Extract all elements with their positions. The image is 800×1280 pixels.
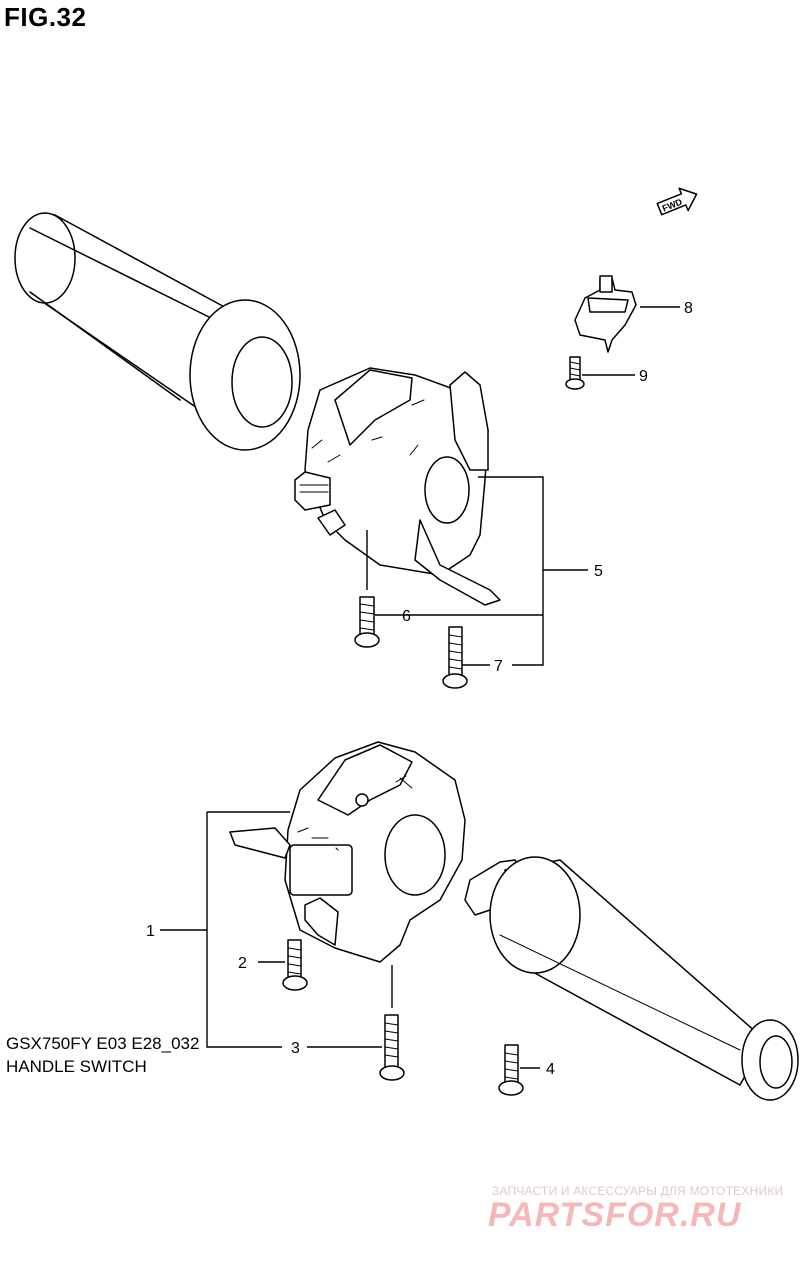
part-7-screw <box>442 626 468 689</box>
part-6-screw <box>354 596 380 648</box>
callout-1: 1 <box>146 923 155 940</box>
part-8-switch <box>574 275 637 353</box>
watermark-tagline: ЗАПЧАСТИ И АКСЕССУАРЫ ДЛЯ МОТОТЕХНИКИ <box>492 1184 784 1198</box>
callout-9: 9 <box>639 368 648 385</box>
watermark-logo: PARTSFOR.RU <box>488 1196 742 1234</box>
callout-2: 2 <box>238 955 247 972</box>
part-2-screw <box>282 939 308 991</box>
left-handle-switch <box>229 741 466 963</box>
figure-title: FIG.32 <box>4 2 87 32</box>
right-grip <box>464 856 799 1101</box>
section-name: HANDLE SWITCH <box>6 1057 147 1076</box>
part-4-screw <box>498 1044 524 1096</box>
right-handle-switch <box>294 367 501 606</box>
callout-5: 5 <box>594 563 603 580</box>
callout-4: 4 <box>546 1061 555 1078</box>
left-grip <box>14 212 301 451</box>
fwd-arrow-icon: FWD <box>656 187 698 216</box>
leader-lines <box>160 306 680 1069</box>
callout-6: 6 <box>402 608 411 625</box>
part-3-screw <box>379 1014 405 1081</box>
callout-3: 3 <box>291 1040 300 1057</box>
model-code: GSX750FY E03 E28_032 <box>6 1034 200 1053</box>
callout-7: 7 <box>494 658 503 675</box>
part-9-screw <box>565 356 585 390</box>
callout-8: 8 <box>684 300 693 317</box>
